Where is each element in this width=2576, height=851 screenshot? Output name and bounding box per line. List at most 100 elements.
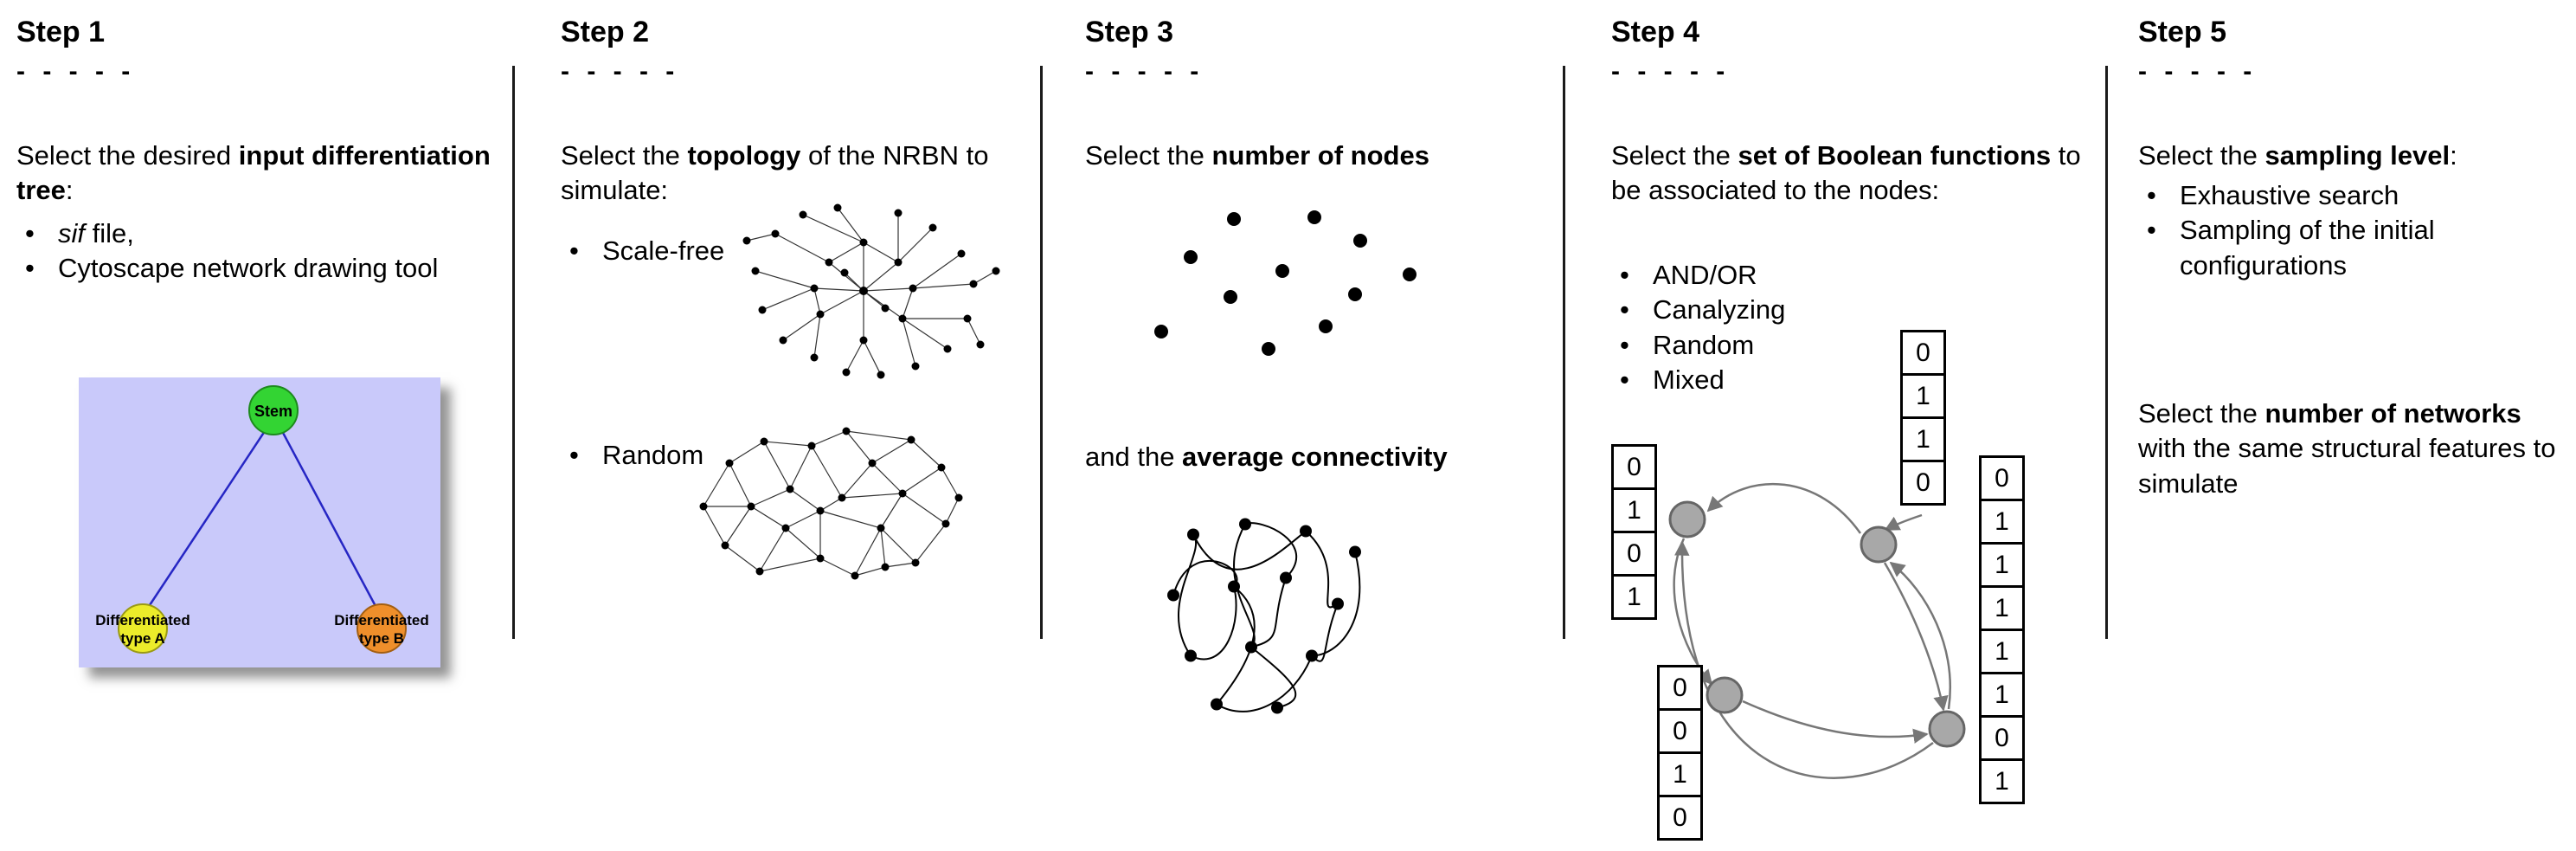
truth-table-cell: 0 <box>1900 330 1946 376</box>
step-1-instruction-post: : <box>65 175 74 206</box>
tree-edge-b <box>280 430 378 609</box>
bullet-exhaustive: • Exhaustive search <box>2138 178 2571 213</box>
cytoscape-rest: Cytoscape network drawing tool <box>58 253 439 284</box>
step-1-title: Step 1 <box>16 16 106 48</box>
step-2-instruction-post: of the NRBN to simulate: <box>561 140 989 206</box>
step-2-title: Step 2 <box>561 16 650 48</box>
differentiation-tree-svg: Stem Differentiated type A Differentiate… <box>79 377 440 667</box>
and-or-label: AND/OR <box>1653 260 1757 290</box>
type-a-label-line1: Differentiated <box>95 612 190 629</box>
column-divider <box>1040 66 1043 639</box>
step-3-instruction-2: and the average connectivity <box>1085 440 1557 474</box>
step-5-instruction-pre: Select the <box>2138 140 2265 171</box>
truth-table-cell: 0 <box>1657 665 1703 711</box>
scale-free-network-image <box>742 203 1000 379</box>
random-label: Random <box>602 440 704 470</box>
step-5-instruction2-post: with the same structural features to sim… <box>2138 433 2556 499</box>
boolean-network-figure: 0 1 1 0 0 1 0 1 0 0 1 0 0 1 1 1 <box>1611 327 2096 851</box>
step-4-title: Step 4 <box>1611 16 1700 48</box>
truth-table-cell: 1 <box>1900 373 1946 419</box>
bullet-marker: • <box>2147 215 2156 246</box>
bullet-sif-file-label: sif file, <box>58 216 501 251</box>
bullet-random: • Random <box>561 438 820 473</box>
type-b-node <box>357 603 407 654</box>
truth-table-top: 0 1 1 0 <box>1900 330 1946 506</box>
connectivity-network-image <box>1167 518 1361 714</box>
bullet-marker: • <box>1620 364 1629 395</box>
truth-table-cell: 1 <box>1657 751 1703 797</box>
boolean-network-svg <box>1668 482 1966 779</box>
step-3-instruction-pre: Select the <box>1085 140 1212 171</box>
step-5-dashes: - - - - - <box>2138 57 2258 86</box>
truth-table-cell: 0 <box>1979 715 2025 761</box>
mixed-label: Mixed <box>1653 364 1725 395</box>
random-functions-label: Random <box>1653 329 1755 360</box>
step-4-instruction-post: to be associated to the nodes: <box>1611 140 2081 206</box>
canalyzing-label: Canalyzing <box>1653 294 1786 326</box>
type-b-label-line2: type B <box>359 630 404 647</box>
bullet-mixed: • Mixed <box>1611 363 1897 397</box>
step-3-instruction2-bold: average connectivity <box>1182 442 1448 472</box>
column-divider <box>1563 66 1565 639</box>
type-a-node <box>118 603 168 654</box>
step-2-instruction-bold: topology <box>687 140 801 171</box>
truth-table-cell: 1 <box>1979 585 2025 631</box>
step-3-instruction-bold: number of nodes <box>1211 140 1429 171</box>
truth-table-cell: 1 <box>1979 542 2025 588</box>
step-1-instruction: Select the desired input differentiation… <box>16 139 501 209</box>
truth-table-cell: 0 <box>1611 444 1657 490</box>
type-b-label-line1: Differentiated <box>334 612 429 629</box>
bullet-marker: • <box>569 235 579 266</box>
bullet-sampling: • Sampling of the initial configurations <box>2138 213 2571 283</box>
bullet-random-functions: • Random <box>1611 328 1897 363</box>
step-5-instruction2-pre: Select the <box>2138 398 2265 429</box>
sampling-label: Sampling of the initial configurations <box>2180 215 2435 280</box>
bullet-canalyzing: • Canalyzing <box>1611 293 1897 327</box>
bullet-marker: • <box>2147 180 2156 210</box>
step-2-dashes: - - - - - <box>561 57 680 86</box>
step-1-dashes: - - - - - <box>16 57 136 86</box>
bullet-marker: • <box>25 218 35 248</box>
step-5-instruction2-bold: number of networks <box>2264 398 2521 429</box>
truth-table-cell: 1 <box>1611 574 1657 620</box>
column-divider <box>2105 66 2108 639</box>
bullet-marker: • <box>1620 260 1629 290</box>
bullet-cytoscape-label: Cytoscape network drawing tool <box>58 251 501 286</box>
bullet-marker: • <box>25 253 35 284</box>
truth-table-cell: 0 <box>1611 531 1657 577</box>
nodes-dots-image <box>1154 210 1416 356</box>
step-5-bullet-list: • Exhaustive search • Sampling of the in… <box>2138 178 2571 283</box>
tree-edge-a <box>146 430 267 609</box>
truth-table-bottom-left: 0 0 1 0 <box>1657 665 1703 841</box>
step-3-instruction: Select the number of nodes <box>1085 139 1557 173</box>
bullet-cytoscape: • Cytoscape network drawing tool <box>16 251 501 286</box>
column-divider <box>512 66 515 639</box>
exhaustive-label: Exhaustive search <box>2180 180 2399 210</box>
truth-table-cell: 0 <box>1979 455 2025 501</box>
bullet-marker: • <box>1620 294 1629 326</box>
truth-table-cell: 1 <box>1979 672 2025 718</box>
step-5-instruction: Select the sampling level: <box>2138 139 2571 173</box>
sif-italic: sif <box>58 218 85 248</box>
step-2-instruction-pre: Select the <box>561 140 688 171</box>
truth-table-cell: 1 <box>1979 629 2025 674</box>
bullet-sif-file: • sif file, <box>16 216 501 251</box>
truth-table-cell: 0 <box>1657 708 1703 754</box>
step-4-instruction-bold: set of Boolean functions <box>1738 140 2052 171</box>
step-4-dashes: - - - - - <box>1611 57 1731 86</box>
bullet-scale-free: • Scale-free <box>561 234 820 268</box>
step-5-instruction-2: Select the number of networks with the s… <box>2138 396 2571 501</box>
step-1-bullet-list: • sif file, • Cytoscape network drawing … <box>16 216 501 287</box>
truth-table-cell: 1 <box>1611 487 1657 533</box>
network-node-4 <box>1928 710 1966 748</box>
truth-table-cell: 0 <box>1900 460 1946 506</box>
sif-rest: file, <box>85 218 134 248</box>
step-3-dashes: - - - - - <box>1085 57 1204 86</box>
step-4-bullet-list: • AND/OR • Canalyzing • Random • Mixed <box>1611 258 1897 397</box>
step-1-instruction-bold: input differentiation tree <box>16 140 491 206</box>
differentiation-tree-image: Stem Differentiated type A Differentiate… <box>79 377 440 667</box>
stem-node <box>248 385 299 435</box>
truth-table-cell: 0 <box>1657 795 1703 841</box>
step-4-instruction: Select the set of Boolean functions to b… <box>1611 139 2100 209</box>
